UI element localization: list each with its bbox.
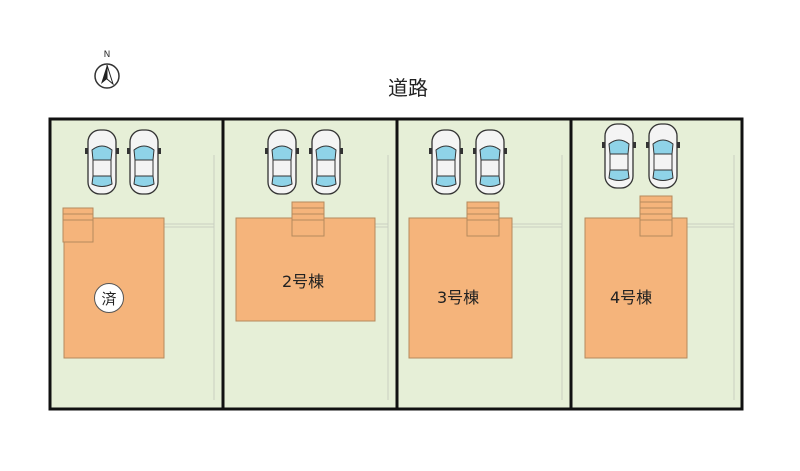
lot-4-house — [584, 217, 688, 359]
lot-2-label: 2号棟 — [282, 272, 325, 291]
north-arrow-icon — [94, 63, 120, 89]
compass-north-label: N — [103, 50, 111, 60]
lot-4-label: 4号棟 — [610, 288, 653, 307]
lot-4-car-1 — [602, 123, 636, 189]
lot-2-car-1 — [265, 129, 299, 195]
lot-2-porch — [291, 201, 325, 237]
lot-4-car-2 — [646, 123, 680, 189]
lot-3-porch — [466, 201, 500, 237]
lot-3-car-1 — [429, 129, 463, 195]
compass: N — [90, 50, 124, 92]
lot-1-car-1 — [85, 129, 119, 195]
lot-3-house — [408, 217, 513, 359]
lot-1-porch — [62, 207, 94, 243]
lot-2-car-2 — [309, 129, 343, 195]
lot-3-label: 3号棟 — [437, 288, 480, 307]
lot-1-sold-badge: 済 — [94, 283, 124, 313]
lot-1-car-2 — [127, 129, 161, 195]
lot-4-porch — [639, 195, 673, 237]
lot-3-car-2 — [473, 129, 507, 195]
road-label: 道路 — [388, 76, 428, 100]
